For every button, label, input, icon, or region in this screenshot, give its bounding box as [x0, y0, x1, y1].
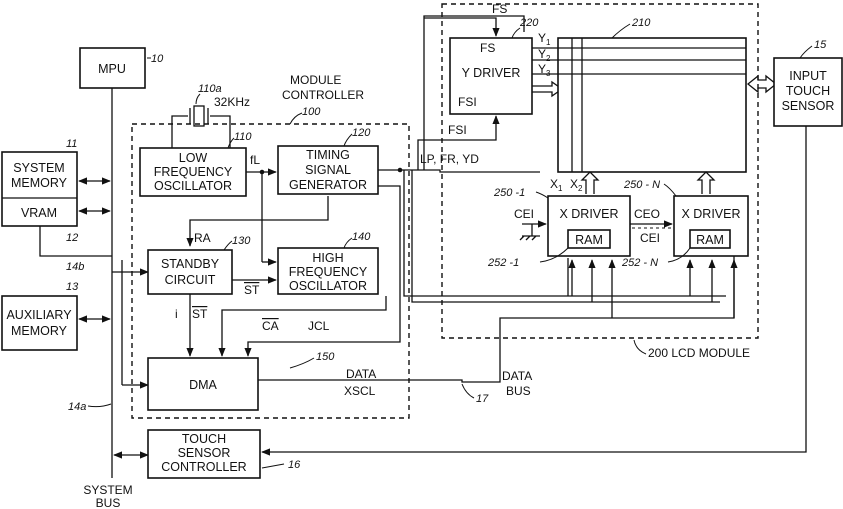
- ref-17: 17: [476, 393, 489, 405]
- ref-100: 100: [302, 106, 321, 118]
- touch-sensor-controller-block: TOUCH SENSOR CONTROLLER: [148, 430, 260, 478]
- cei-signal: CEI: [514, 207, 534, 221]
- dma-label: DMA: [189, 378, 217, 392]
- svg-text:OSCILLATOR: OSCILLATOR: [154, 179, 232, 193]
- i-signal: i: [175, 307, 178, 321]
- svg-text:INPUT: INPUT: [789, 69, 827, 83]
- ref-12: 12: [66, 232, 78, 244]
- mpu-label: MPU: [98, 62, 126, 76]
- high-frequency-oscillator-block: HIGH FREQUENCY OSCILLATOR: [278, 248, 378, 294]
- system-memory-label-1: SYSTEM: [13, 161, 64, 175]
- lp-fr-yd-signal: LP, FR, YD: [420, 152, 479, 166]
- data-signal: DATA: [346, 367, 376, 381]
- ref-15: 15: [814, 39, 827, 51]
- y1-label: Y1: [538, 31, 551, 47]
- auxiliary-memory-block: AUXILIARY MEMORY: [2, 296, 77, 350]
- fl-signal: fL: [250, 153, 260, 167]
- ref-150: 150: [316, 351, 335, 363]
- svg-text:CONTROLLER: CONTROLLER: [161, 460, 246, 474]
- lcd-module-label: 200 LCD MODULE: [648, 346, 750, 360]
- y-driver-label: Y DRIVER: [462, 66, 521, 80]
- ref-14b: 14b: [66, 261, 84, 273]
- ref-130: 130: [232, 235, 251, 247]
- ref-110a: 110a: [198, 83, 222, 95]
- svg-text:TOUCH: TOUCH: [786, 84, 830, 98]
- x-driver-1-label: X DRIVER: [559, 207, 618, 221]
- system-memory-block: SYSTEM MEMORY VRAM: [2, 152, 77, 226]
- svg-text:SENSOR: SENSOR: [782, 99, 835, 113]
- aux-memory-label-2: MEMORY: [11, 324, 68, 338]
- vram-label: VRAM: [21, 206, 57, 220]
- svg-text:STANDBY: STANDBY: [161, 257, 220, 271]
- jcl-signal: JCL: [308, 319, 330, 333]
- y3-label: Y3: [538, 62, 551, 78]
- data-bus-label-2: BUS: [506, 384, 531, 398]
- ref-210: 210: [631, 17, 651, 29]
- svg-text:SIGNAL: SIGNAL: [305, 163, 351, 177]
- ceo-signal: CEO: [634, 207, 660, 221]
- svg-text:FREQUENCY: FREQUENCY: [154, 165, 233, 179]
- ref-140: 140: [352, 231, 371, 243]
- svg-text:GENERATOR: GENERATOR: [289, 178, 367, 192]
- data-bus-label-1: DATA: [502, 369, 532, 383]
- svg-text:SENSOR: SENSOR: [178, 446, 231, 460]
- input-touch-sensor-block: INPUT TOUCH SENSOR: [774, 58, 842, 126]
- timing-signal-generator-block: TIMING SIGNAL GENERATOR: [278, 146, 378, 194]
- x-driver-n-label: X DRIVER: [681, 207, 740, 221]
- lcd-panel: [558, 38, 746, 172]
- ref-10: 10: [151, 53, 164, 65]
- low-frequency-oscillator-block: LOW FREQUENCY OSCILLATOR: [140, 148, 246, 196]
- x-driver-n-block: X DRIVER RAM: [674, 196, 748, 256]
- system-memory-label-2: MEMORY: [11, 176, 68, 190]
- ref-11: 11: [66, 138, 77, 150]
- module-controller-label-1: MODULE: [290, 73, 341, 87]
- aux-memory-label-1: AUXILIARY: [6, 308, 72, 322]
- st-signal-2: ST: [192, 307, 208, 321]
- svg-text:FREQUENCY: FREQUENCY: [289, 265, 368, 279]
- svg-text:HIGH: HIGH: [312, 251, 343, 265]
- y-driver-fs: FS: [480, 41, 495, 55]
- dma-block: DMA: [148, 358, 258, 410]
- svg-text:TOUCH: TOUCH: [182, 432, 226, 446]
- ref-110: 110: [234, 131, 252, 143]
- y-driver-fsi: FSI: [458, 95, 477, 109]
- ref-220: 220: [519, 17, 539, 29]
- fsi-signal: FSI: [448, 123, 467, 137]
- fs-signal: FS: [492, 2, 507, 16]
- svg-text:TIMING: TIMING: [306, 148, 350, 162]
- x2-label: X2: [570, 177, 583, 193]
- mpu-block: MPU: [80, 48, 145, 88]
- ca-signal: CA: [262, 319, 279, 333]
- ref-14a: 14a: [68, 401, 86, 413]
- system-bus-label-1: SYSTEM: [83, 483, 132, 497]
- svg-text:LOW: LOW: [179, 151, 208, 165]
- svg-text:OSCILLATOR: OSCILLATOR: [289, 279, 367, 293]
- ra-signal: RA: [194, 231, 211, 245]
- system-bus-label-2: BUS: [96, 496, 121, 509]
- xscl-signal: XSCL: [344, 384, 376, 398]
- x1-label: X1: [550, 177, 563, 193]
- x-driver-1-block: X DRIVER RAM: [548, 196, 630, 256]
- ref-250-n: 250 - N: [623, 179, 660, 191]
- x-driver-n-ram: RAM: [696, 233, 724, 247]
- crystal-frequency: 32KHz: [214, 95, 250, 109]
- ref-252-1: 252 -1: [487, 257, 519, 269]
- ref-252-n: 252 - N: [621, 257, 658, 269]
- ref-250-1: 250 -1: [493, 187, 525, 199]
- crystal-32khz: [172, 106, 230, 148]
- cei-signal-2: CEI: [640, 231, 660, 245]
- st-signal: ST: [244, 283, 260, 297]
- y-driver-block: FS Y DRIVER FSI: [450, 38, 532, 114]
- x-driver-1-ram: RAM: [575, 233, 603, 247]
- y2-label: Y2: [538, 47, 551, 63]
- ref-16: 16: [288, 459, 301, 471]
- standby-circuit-block: STANDBY CIRCUIT: [148, 250, 232, 294]
- ref-13: 13: [66, 281, 79, 293]
- svg-text:CIRCUIT: CIRCUIT: [165, 273, 216, 287]
- module-controller-label-2: CONTROLLER: [282, 88, 364, 102]
- ref-120: 120: [352, 127, 371, 139]
